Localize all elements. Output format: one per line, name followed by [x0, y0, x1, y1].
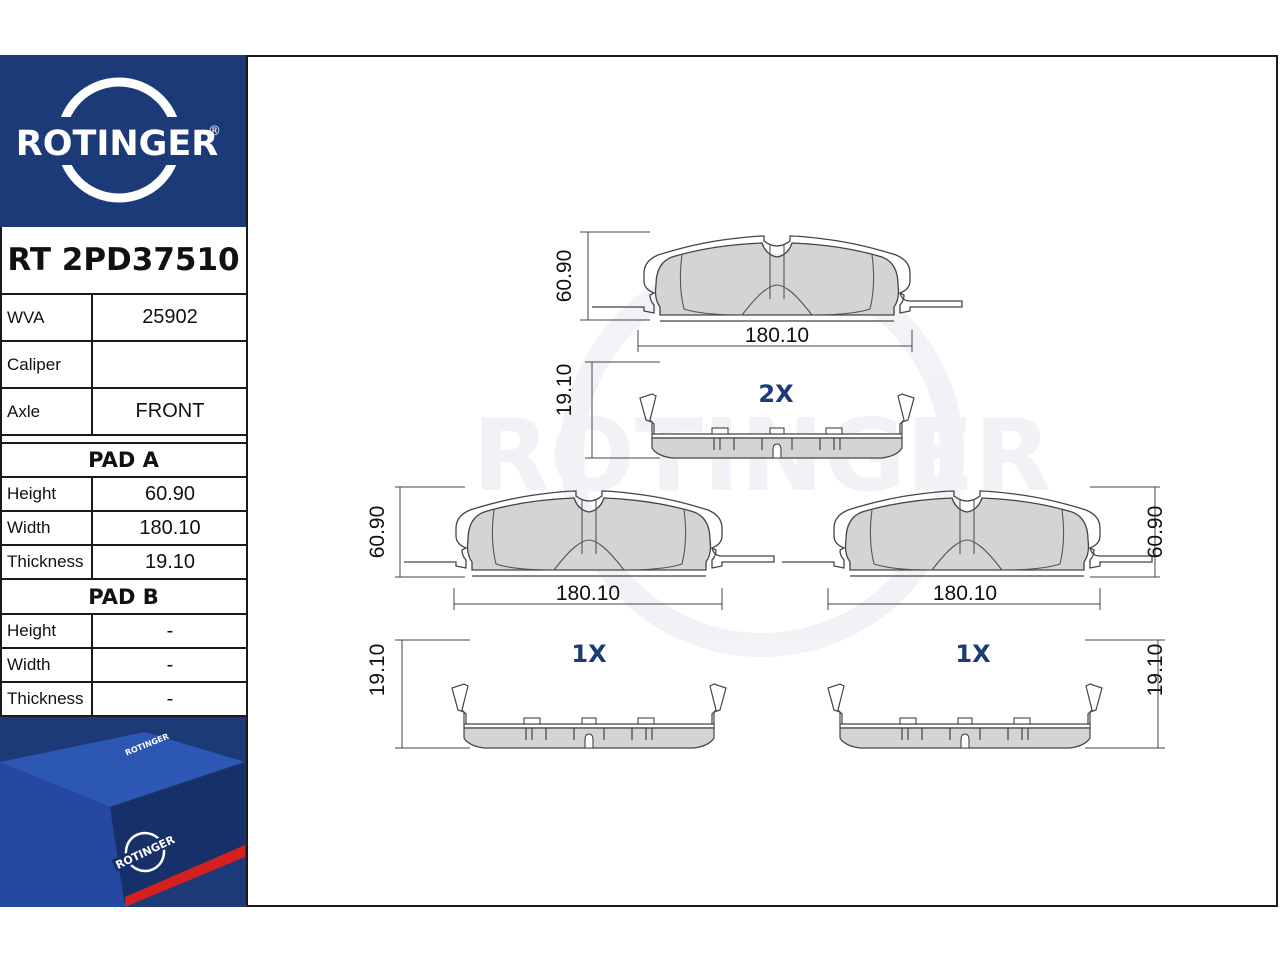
left-qty-label: 1X: [571, 640, 607, 668]
top-pad-side-view: 19.10 2X: [553, 361, 915, 459]
right-pad-side-view: 19.10 1X: [827, 639, 1167, 749]
spec-label: Axle: [0, 389, 93, 434]
left-pad-side-view: 19.10 1X: [366, 639, 727, 749]
pad-a-header: PAD A: [0, 444, 247, 478]
pad-b-row-width: Width -: [0, 649, 247, 683]
pad-a-row-thickness: Thickness 19.10: [0, 546, 247, 580]
pad-a-label: Thickness: [0, 546, 93, 578]
right-thickness-label: 19.10: [1144, 644, 1167, 697]
logo-text: ROTINGER: [16, 124, 219, 164]
info-sidebar: ROTINGER ® RT 2PD37510 WVA 25902 Caliper…: [0, 55, 247, 907]
box-left-face: [0, 762, 125, 907]
spec-label: WVA: [0, 295, 93, 340]
top-pad-front-view: 60.90 180.10: [553, 231, 963, 352]
pad-a-label: Height: [0, 478, 93, 510]
brand-logo-panel: ROTINGER ®: [0, 55, 247, 227]
pad-a-value: 19.10: [144, 550, 196, 573]
top-width-label: 180.10: [745, 324, 809, 347]
top-height-label: 60.90: [553, 250, 576, 303]
pad-b-value: -: [166, 653, 174, 676]
pad-b-label: Thickness: [0, 683, 93, 715]
box-top-face: [0, 732, 245, 807]
left-width-label: 180.10: [556, 582, 620, 605]
spec-value: 25902: [142, 306, 198, 328]
pad-a-label: Width: [0, 512, 93, 544]
section-spacer: [0, 436, 247, 444]
top-qty-label: 2X: [758, 380, 794, 408]
left-height-label: 60.90: [366, 506, 389, 559]
spec-row-caliper: Caliper: [0, 342, 247, 389]
spec-value: [93, 342, 247, 387]
product-box-image: ROTINGER ROTINGER: [0, 717, 247, 907]
left-thickness-label: 19.10: [366, 644, 389, 697]
pad-b-value: -: [166, 619, 174, 642]
left-pad-front-view: 60.90 180.10: [366, 486, 775, 610]
rotinger-logo: ROTINGER ®: [16, 77, 221, 203]
technical-drawing: ROTINGER 60.90 180.10 19.10 2X 60.90 180…: [366, 231, 1167, 749]
pad-b-header: PAD B: [0, 580, 247, 615]
pad-a-value: 180.10: [139, 516, 201, 539]
spec-row-wva: WVA 25902: [0, 295, 247, 342]
box-red-stripe: [125, 845, 245, 907]
logo-ring-gap: [28, 117, 210, 165]
pad-b-label: Height: [0, 615, 93, 647]
registered-mark: ®: [208, 124, 221, 139]
top-thickness-label: 19.10: [553, 364, 576, 417]
spec-label: Caliper: [0, 342, 93, 387]
right-height-label: 60.90: [1144, 506, 1167, 559]
pad-b-row-height: Height -: [0, 615, 247, 649]
product-box-illustration: ROTINGER ROTINGER: [0, 717, 247, 907]
sidebar-divider: [246, 55, 248, 907]
pad-b-row-thickness: Thickness -: [0, 683, 247, 717]
part-number: RT 2PD37510: [0, 227, 247, 295]
spec-value: FRONT: [135, 400, 205, 422]
sheet-frame: [0, 55, 1278, 907]
pad-a-row-height: Height 60.90: [0, 478, 247, 512]
spec-row-axle: Axle FRONT: [0, 389, 247, 436]
right-pad-front-view: 60.90 180.10: [781, 486, 1167, 610]
pad-a-row-width: Width 180.10: [0, 512, 247, 546]
right-qty-label: 1X: [955, 640, 991, 668]
right-width-label: 180.10: [933, 582, 997, 605]
pad-a-value: 60.90: [144, 482, 196, 505]
pad-b-label: Width: [0, 649, 93, 681]
pad-b-value: -: [166, 687, 174, 710]
